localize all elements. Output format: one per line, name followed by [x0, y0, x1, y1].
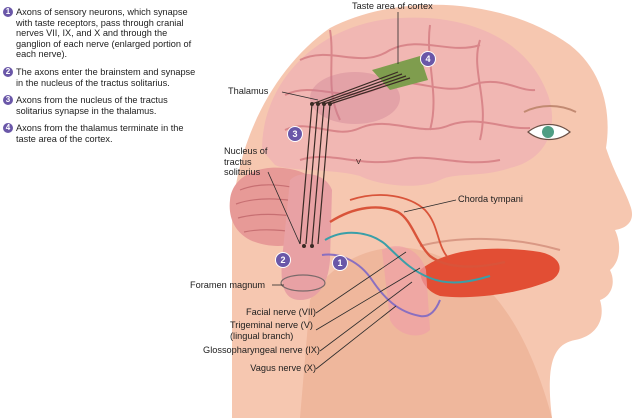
- step-1-text: Axons of sensory neurons, which synapse …: [16, 7, 192, 60]
- pharynx: [382, 246, 430, 336]
- chorda-tympani-path: [349, 194, 451, 261]
- label-chorda-tympani: Chorda tympani: [458, 194, 523, 204]
- badge-1: 1: [333, 256, 347, 270]
- brain-gyri: [284, 24, 536, 164]
- step-4-text: Axons from the thalamus terminate in the…: [16, 123, 184, 144]
- label-foramen-magnum: Foramen magnum: [190, 280, 266, 290]
- thalamus-region: [310, 72, 400, 124]
- label-vagus-nerve: Vagus nerve (X): [250, 363, 316, 373]
- tongue: [420, 248, 560, 298]
- iris: [542, 126, 554, 138]
- leader-lines: [267, 12, 457, 370]
- badge-4: 4: [421, 52, 435, 66]
- brain: [262, 17, 553, 186]
- step-3-text: Axons from the nucleus of the tractus so…: [16, 95, 168, 116]
- step-3: 3 Axons from the nucleus of the tractus …: [3, 95, 203, 116]
- step-1: 1 Axons of sensory neurons, which synaps…: [3, 7, 203, 60]
- eyebrow: [523, 105, 577, 113]
- step-3-number: 3: [3, 95, 13, 106]
- badge-3: 3: [288, 127, 302, 141]
- facial-nerve-path: [329, 206, 506, 268]
- label-thalamus: Thalamus: [228, 86, 269, 96]
- jaw-contour: [419, 237, 561, 251]
- step-4: 4 Axons from the thalamus terminate in t…: [3, 123, 203, 144]
- v-mark: V: [356, 157, 361, 166]
- badge-2: 2: [276, 253, 290, 267]
- label-facial-nerve: Facial nerve (VII): [246, 307, 316, 317]
- label-glossopharyngeal-nerve: Glossopharyngeal nerve (IX): [203, 345, 320, 355]
- taste-area-cortex: [372, 56, 428, 90]
- foramen-magnum-ring: [280, 274, 326, 292]
- step-4-number: 4: [3, 123, 13, 134]
- synapse-dots: [302, 102, 332, 248]
- step-list: 1 Axons of sensory neurons, which synaps…: [3, 7, 203, 145]
- step-2-number: 2: [3, 66, 13, 77]
- label-trigeminal-nerve: Trigeminal nerve (V) (lingual branch): [230, 320, 313, 341]
- step-2-text: The axons enter the brainstem and synaps…: [16, 66, 196, 88]
- step-2: 2 The axons enter the brainstem and syna…: [3, 66, 203, 88]
- vagus-nerve-path: [321, 253, 441, 318]
- label-taste-area: Taste area of cortex: [352, 1, 433, 11]
- label-nucleus: Nucleus of tractus solitarius: [224, 146, 268, 178]
- step-1-number: 1: [3, 7, 13, 17]
- glossopharyngeal-nerve-path: [324, 231, 491, 284]
